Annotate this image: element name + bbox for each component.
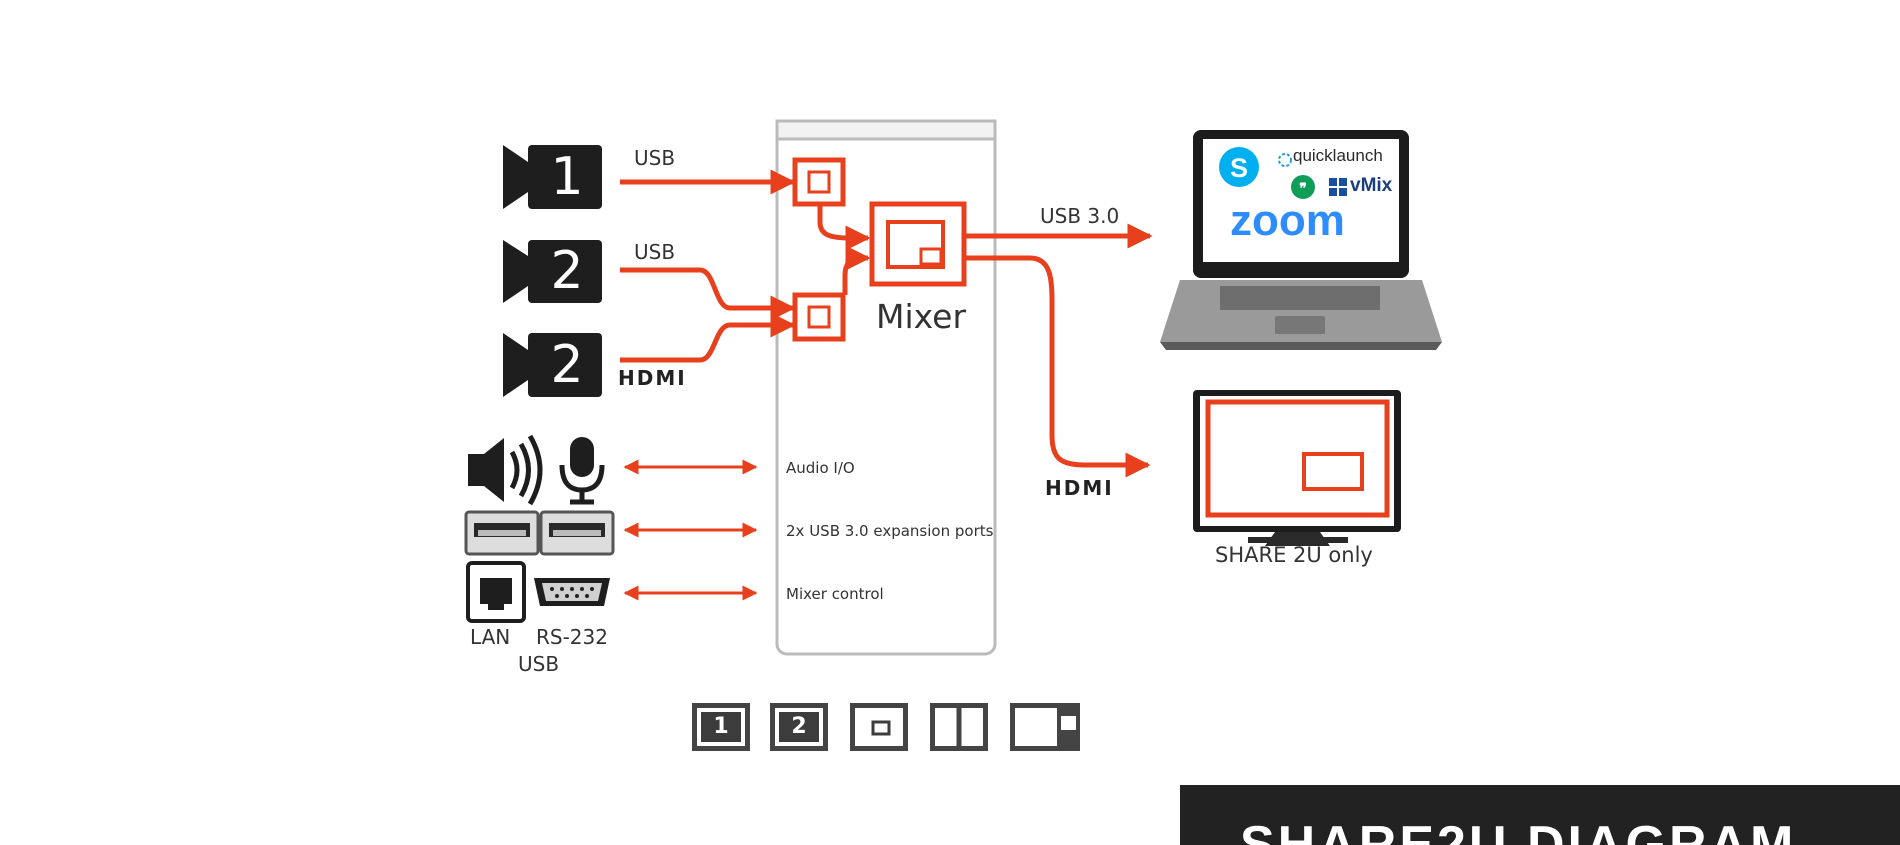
lan-label: LAN xyxy=(470,625,511,649)
hdmi-input-line xyxy=(620,312,796,363)
banner-title: SHARE2U DIAGRAM xyxy=(1240,816,1797,845)
rs232-label: RS-232 xyxy=(536,625,608,649)
hdmi-input-label: HDMI xyxy=(618,366,687,390)
camera-number: 2 xyxy=(550,241,584,301)
vmix-icon xyxy=(1329,178,1347,196)
usb-port-label: USB xyxy=(518,652,560,676)
lan-port-icon xyxy=(466,561,526,623)
quicklaunch-icon xyxy=(1278,153,1292,167)
selector-to-mixer-line xyxy=(842,245,871,295)
hdmi-output-label: HDMI xyxy=(1045,476,1114,500)
camera-icon xyxy=(503,333,602,397)
layout-mode-label: 2 xyxy=(791,714,807,739)
camera-icon xyxy=(503,240,602,303)
usb-port-icon xyxy=(539,510,615,556)
svg-text:S: S xyxy=(1230,153,1248,183)
zoom-logo: zoom xyxy=(1230,196,1345,245)
usb-port-icon xyxy=(464,510,540,556)
display-caption: SHARE 2U only xyxy=(1215,543,1373,567)
rs232-port-icon xyxy=(534,578,610,606)
camera-number: 1 xyxy=(550,147,584,207)
speaker-icon xyxy=(468,434,543,506)
input-selector-1 xyxy=(792,157,846,207)
usb-expansion-label: 2x USB 3.0 expansion ports xyxy=(786,522,994,540)
mixer-label: Mixer xyxy=(876,297,967,336)
layout-mode-split-button xyxy=(930,703,988,751)
usb-input-line xyxy=(620,267,796,321)
usb-input-label: USB xyxy=(634,240,676,264)
hangouts-icon: ❞ xyxy=(1291,175,1315,199)
layout-mode-pip-button xyxy=(850,703,908,751)
usb-input-label: USB xyxy=(634,146,676,170)
usb-output-label: USB 3.0 xyxy=(1040,204,1120,228)
monitor-icon xyxy=(1193,390,1401,546)
hdmi-output-line xyxy=(966,255,1151,478)
camera-number: 2 xyxy=(550,335,584,395)
vmix-label: vMix xyxy=(1350,175,1393,196)
mixer-control-label: Mixer control xyxy=(786,585,884,603)
quicklaunch-label: quicklaunch xyxy=(1293,146,1383,165)
input-selector-2 xyxy=(792,292,846,342)
selector-to-mixer-line xyxy=(817,205,871,251)
layout-mode-button-1 xyxy=(692,703,750,751)
microphone-icon xyxy=(559,437,605,505)
camera-icon xyxy=(503,145,602,209)
layout-mode-side-by-side-button xyxy=(1010,703,1080,751)
skype-icon: S xyxy=(1219,147,1259,187)
svg-text:❞: ❞ xyxy=(1299,180,1307,196)
mixer-block xyxy=(869,201,967,287)
layout-mode-button-2 xyxy=(770,703,828,751)
layout-mode-label: 1 xyxy=(713,714,729,739)
title-banner: SHARE2U DIAGRAM xyxy=(1180,785,1900,845)
audio-io-label: Audio I/O xyxy=(786,459,855,477)
